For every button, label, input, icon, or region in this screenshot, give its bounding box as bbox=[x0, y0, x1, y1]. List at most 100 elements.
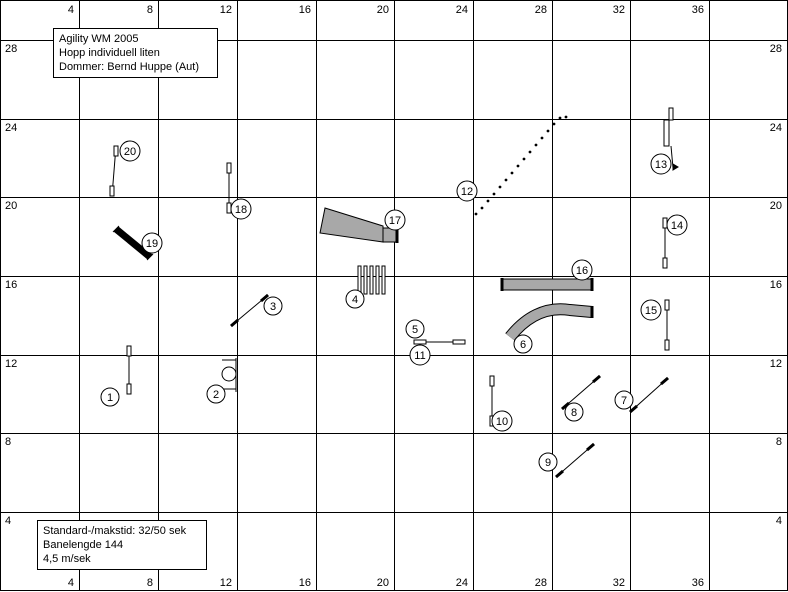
svg-text:11: 11 bbox=[414, 350, 425, 362]
x-tick-label-top: 4 bbox=[68, 4, 74, 16]
obstacle-chute-17 bbox=[319, 207, 399, 243]
x-axis-bottom-labels: 4 8 12 16 20 24 28 32 36 bbox=[68, 577, 704, 589]
y-axis-left-labels: 28 24 20 16 12 8 4 bbox=[5, 43, 17, 527]
x-tick-label-bottom: 36 bbox=[692, 577, 704, 589]
y-tick-label-left: 4 bbox=[5, 515, 11, 527]
class-name: Hopp individuell liten bbox=[59, 47, 160, 59]
marker-16: 16 bbox=[571, 259, 593, 281]
y-tick-label-left: 20 bbox=[5, 200, 17, 212]
svg-text:12: 12 bbox=[461, 186, 473, 198]
marker-8: 8 bbox=[564, 402, 584, 422]
y-tick-label-right: 4 bbox=[776, 515, 782, 527]
x-tick-label-bottom: 12 bbox=[220, 577, 232, 589]
svg-text:6: 6 bbox=[520, 339, 526, 351]
obstacle-tyre-2 bbox=[221, 358, 237, 392]
svg-text:19: 19 bbox=[146, 238, 158, 250]
y-tick-label-left: 8 bbox=[5, 436, 11, 448]
svg-text:8: 8 bbox=[571, 407, 577, 419]
svg-text:13: 13 bbox=[655, 159, 667, 171]
svg-text:4: 4 bbox=[352, 294, 358, 306]
obstacle-hurdle-7 bbox=[629, 376, 669, 414]
marker-15: 15 bbox=[640, 299, 662, 321]
svg-text:2: 2 bbox=[213, 389, 219, 401]
x-tick-label-bottom: 24 bbox=[456, 577, 468, 589]
y-tick-label-left: 16 bbox=[5, 279, 17, 291]
obstacle-hurdle-11 bbox=[452, 339, 466, 345]
y-tick-label-left: 28 bbox=[5, 43, 17, 55]
y-tick-label-right: 20 bbox=[770, 200, 782, 212]
judge-name: Dommer: Bernd Huppe (Aut) bbox=[59, 61, 199, 73]
obstacle-hurdle-13 bbox=[663, 107, 679, 171]
marker-11: 11 bbox=[409, 344, 431, 366]
y-tick-label-right: 16 bbox=[770, 279, 782, 291]
x-tick-label-bottom: 8 bbox=[147, 577, 153, 589]
y-tick-label-right: 28 bbox=[770, 43, 782, 55]
obstacle-tunnel-6 bbox=[505, 303, 594, 341]
marker-12: 12 bbox=[456, 180, 478, 202]
obstacle-number-markers: 1 2 3 4 5 6 7 8 9 10 11 12 13 14 15 16 1… bbox=[100, 140, 688, 472]
svg-text:1: 1 bbox=[107, 392, 113, 404]
x-tick-label-top: 28 bbox=[535, 4, 547, 16]
y-axis-right-labels: 28 24 20 16 12 8 4 bbox=[770, 43, 782, 527]
x-tick-label-bottom: 4 bbox=[68, 577, 74, 589]
marker-14: 14 bbox=[666, 214, 688, 236]
svg-text:16: 16 bbox=[576, 265, 588, 277]
x-tick-label-bottom: 20 bbox=[377, 577, 389, 589]
x-tick-label-top: 12 bbox=[220, 4, 232, 16]
marker-17: 17 bbox=[384, 209, 406, 231]
marker-3: 3 bbox=[263, 296, 283, 316]
marker-2: 2 bbox=[206, 384, 226, 404]
svg-text:3: 3 bbox=[270, 301, 276, 313]
x-tick-label-bottom: 32 bbox=[613, 577, 625, 589]
svg-text:17: 17 bbox=[389, 215, 401, 227]
course-speed: 4,5 m/sek bbox=[43, 553, 91, 565]
course-info-box: Agility WM 2005 Hopp individuell liten D… bbox=[53, 28, 218, 78]
x-tick-label-top: 20 bbox=[377, 4, 389, 16]
y-tick-label-left: 24 bbox=[5, 122, 17, 134]
marker-7: 7 bbox=[614, 390, 634, 410]
x-tick-label-bottom: 16 bbox=[299, 577, 311, 589]
svg-text:15: 15 bbox=[645, 305, 657, 317]
marker-6: 6 bbox=[513, 334, 533, 354]
obstacle-hurdle-20 bbox=[109, 145, 119, 197]
obstacle-hurdle-9 bbox=[555, 442, 595, 479]
marker-19: 19 bbox=[141, 232, 163, 254]
obstacle-tunnel-16 bbox=[500, 278, 594, 291]
event-title: Agility WM 2005 bbox=[59, 33, 139, 45]
marker-9: 9 bbox=[538, 452, 558, 472]
svg-text:20: 20 bbox=[124, 146, 136, 158]
x-tick-label-top: 24 bbox=[456, 4, 468, 16]
x-tick-label-top: 36 bbox=[692, 4, 704, 16]
marker-5: 5 bbox=[405, 319, 425, 339]
marker-1: 1 bbox=[100, 387, 120, 407]
obstacle-dogwalk-12 bbox=[474, 115, 568, 216]
obstacle-hurdle-3 bbox=[230, 293, 269, 328]
svg-text:7: 7 bbox=[621, 395, 627, 407]
marker-10: 10 bbox=[491, 410, 513, 432]
x-tick-label-top: 8 bbox=[147, 4, 153, 16]
y-tick-label-left: 12 bbox=[5, 358, 17, 370]
marker-18: 18 bbox=[230, 198, 252, 220]
x-tick-label-bottom: 28 bbox=[535, 577, 547, 589]
svg-text:5: 5 bbox=[412, 324, 418, 336]
marker-4: 4 bbox=[345, 289, 365, 309]
y-tick-label-right: 12 bbox=[770, 358, 782, 370]
course-spec-box: Standard-/makstid: 32/50 sek Banelengde … bbox=[37, 520, 207, 570]
marker-13: 13 bbox=[650, 153, 672, 175]
x-tick-label-top: 32 bbox=[613, 4, 625, 16]
y-tick-label-right: 24 bbox=[770, 122, 782, 134]
svg-text:18: 18 bbox=[235, 204, 247, 216]
marker-20: 20 bbox=[119, 140, 141, 162]
obstacle-hurdle-1 bbox=[126, 345, 132, 395]
obstacle-wall-19 bbox=[112, 225, 154, 261]
svg-text:14: 14 bbox=[671, 220, 683, 232]
svg-text:9: 9 bbox=[545, 457, 551, 469]
svg-text:10: 10 bbox=[496, 416, 508, 428]
course-time: Standard-/makstid: 32/50 sek bbox=[43, 525, 187, 537]
obstacle-hurdle-15 bbox=[664, 299, 670, 351]
obstacle-hurdle-8 bbox=[561, 374, 601, 411]
y-tick-label-right: 8 bbox=[776, 436, 782, 448]
course-length: Banelengde 144 bbox=[43, 539, 124, 551]
